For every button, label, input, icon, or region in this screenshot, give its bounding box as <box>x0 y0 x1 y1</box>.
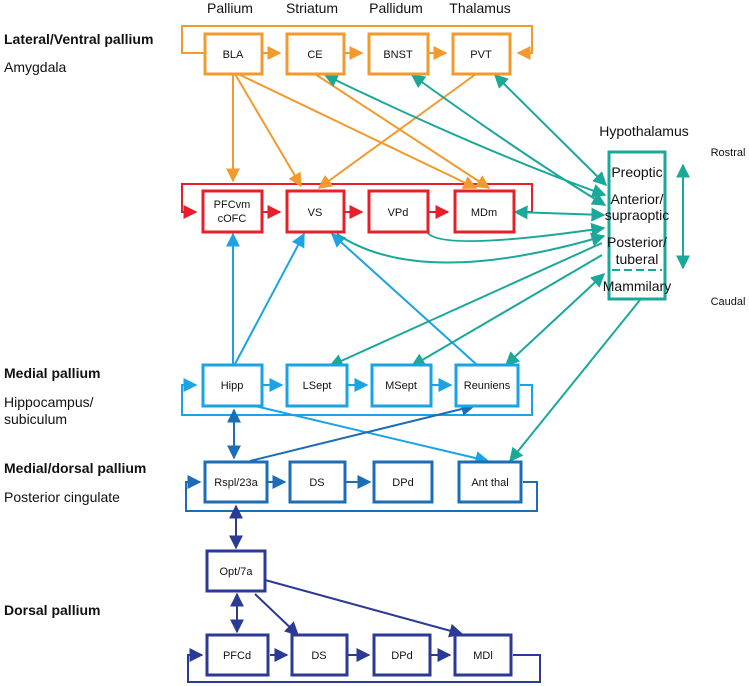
node-lsept[interactable] <box>285 363 349 408</box>
label-reuniens: Reuniens <box>464 380 511 392</box>
hypothalamus-title: Hypothalamus <box>599 123 689 139</box>
node-dpd-bot[interactable] <box>372 633 432 677</box>
label-dpd-mid: DPd <box>392 477 413 489</box>
section-meddors-title: Medial/dorsal pallium <box>4 460 146 476</box>
axis-rostral: Rostral <box>711 147 746 159</box>
node-hipp[interactable] <box>201 363 264 408</box>
section-meddors-sub: Posterior cingulate <box>4 489 120 505</box>
cingulate-boxes <box>203 460 523 504</box>
section-medial-sub1: Hippocampus/ <box>4 394 94 410</box>
label-lsept: LSept <box>303 380 332 392</box>
label-pfcvm-1: PFCvm <box>214 199 251 211</box>
amygdala-arrows <box>226 46 491 189</box>
node-dpd-mid[interactable] <box>372 460 434 504</box>
node-antthal[interactable] <box>457 460 523 504</box>
column-thalamus: Thalamus <box>449 0 510 16</box>
node-pfcvm[interactable] <box>201 189 264 234</box>
node-ds-bot[interactable] <box>290 633 349 677</box>
hyp-anterior-2: supraoptic <box>605 207 670 223</box>
hippocampus-boxes <box>201 363 520 408</box>
column-pallidum: Pallidum <box>369 0 423 16</box>
label-bnst: BNST <box>383 49 413 61</box>
hypothalamus-frame <box>607 150 667 301</box>
hippocampus-loop <box>181 378 533 416</box>
label-ds-bot: DS <box>311 650 326 662</box>
dorsal-loop <box>187 648 541 683</box>
label-vs: VS <box>308 207 323 219</box>
hyp-mammilary: Mammilary <box>603 278 671 294</box>
label-ce: CE <box>307 49 322 61</box>
node-mdl[interactable] <box>453 633 513 677</box>
node-ds-mid[interactable] <box>288 460 347 504</box>
hyp-posterior-1: Posterior/ <box>607 234 667 250</box>
vs-boxes <box>201 189 516 234</box>
hyp-preoptic: Preoptic <box>611 164 662 180</box>
section-dorsal-title: Dorsal pallium <box>4 602 100 618</box>
node-msept[interactable] <box>370 363 433 408</box>
label-pfcvm-2: cOFC <box>218 213 247 225</box>
label-rspl: Rspl/23a <box>214 477 258 489</box>
label-vpd: VPd <box>388 207 409 219</box>
label-hipp: Hipp <box>221 380 244 392</box>
section-lateral-title: Lateral/Ventral pallium <box>4 31 153 47</box>
label-msept: MSept <box>385 380 417 392</box>
section-medial-sub2: subiculum <box>4 411 67 427</box>
hyp-posterior-2: tuberal <box>616 251 659 267</box>
node-bnst[interactable] <box>367 32 430 76</box>
label-opt: Opt/7a <box>219 566 253 578</box>
cingulate-arrows <box>227 402 476 489</box>
column-striatum: Striatum <box>286 0 338 16</box>
node-opt[interactable] <box>205 549 267 593</box>
node-mdm[interactable] <box>453 189 516 234</box>
dorsal-arrows <box>229 504 464 662</box>
hyp-anterior-1: Anterior/ <box>611 191 664 207</box>
label-mdl: MDl <box>473 650 493 662</box>
label-pvt: PVT <box>470 49 492 61</box>
section-medial-title: Medial pallium <box>4 365 100 381</box>
label-antthal: Ant thal <box>471 477 508 489</box>
cingulate-loop <box>185 475 538 512</box>
node-vs[interactable] <box>285 189 346 234</box>
node-pfcd[interactable] <box>205 633 270 677</box>
node-pvt[interactable] <box>451 32 512 76</box>
node-vpd[interactable] <box>367 189 430 234</box>
hippocampus-arrows <box>226 232 490 465</box>
label-ds-mid: DS <box>309 477 324 489</box>
column-pallium: Pallium <box>207 0 253 16</box>
label-bla: BLA <box>223 49 244 61</box>
amygdala-boxes <box>203 32 512 76</box>
label-pfcd: PFCd <box>223 650 251 662</box>
hypothalamus-box[interactable] <box>607 150 667 301</box>
node-rspl[interactable] <box>203 460 269 504</box>
label-mdm: MDm <box>471 207 497 219</box>
section-lateral-sub: Amygdala <box>4 59 66 75</box>
amygdala-loop <box>181 25 533 60</box>
node-reuniens[interactable] <box>454 363 520 408</box>
node-ce[interactable] <box>285 32 346 76</box>
label-dpd-bot: DPd <box>391 650 412 662</box>
hypothalamus-arrows <box>323 74 690 463</box>
node-bla[interactable] <box>203 32 264 76</box>
axis-caudal: Caudal <box>711 296 746 308</box>
dorsal-boxes <box>205 549 513 677</box>
